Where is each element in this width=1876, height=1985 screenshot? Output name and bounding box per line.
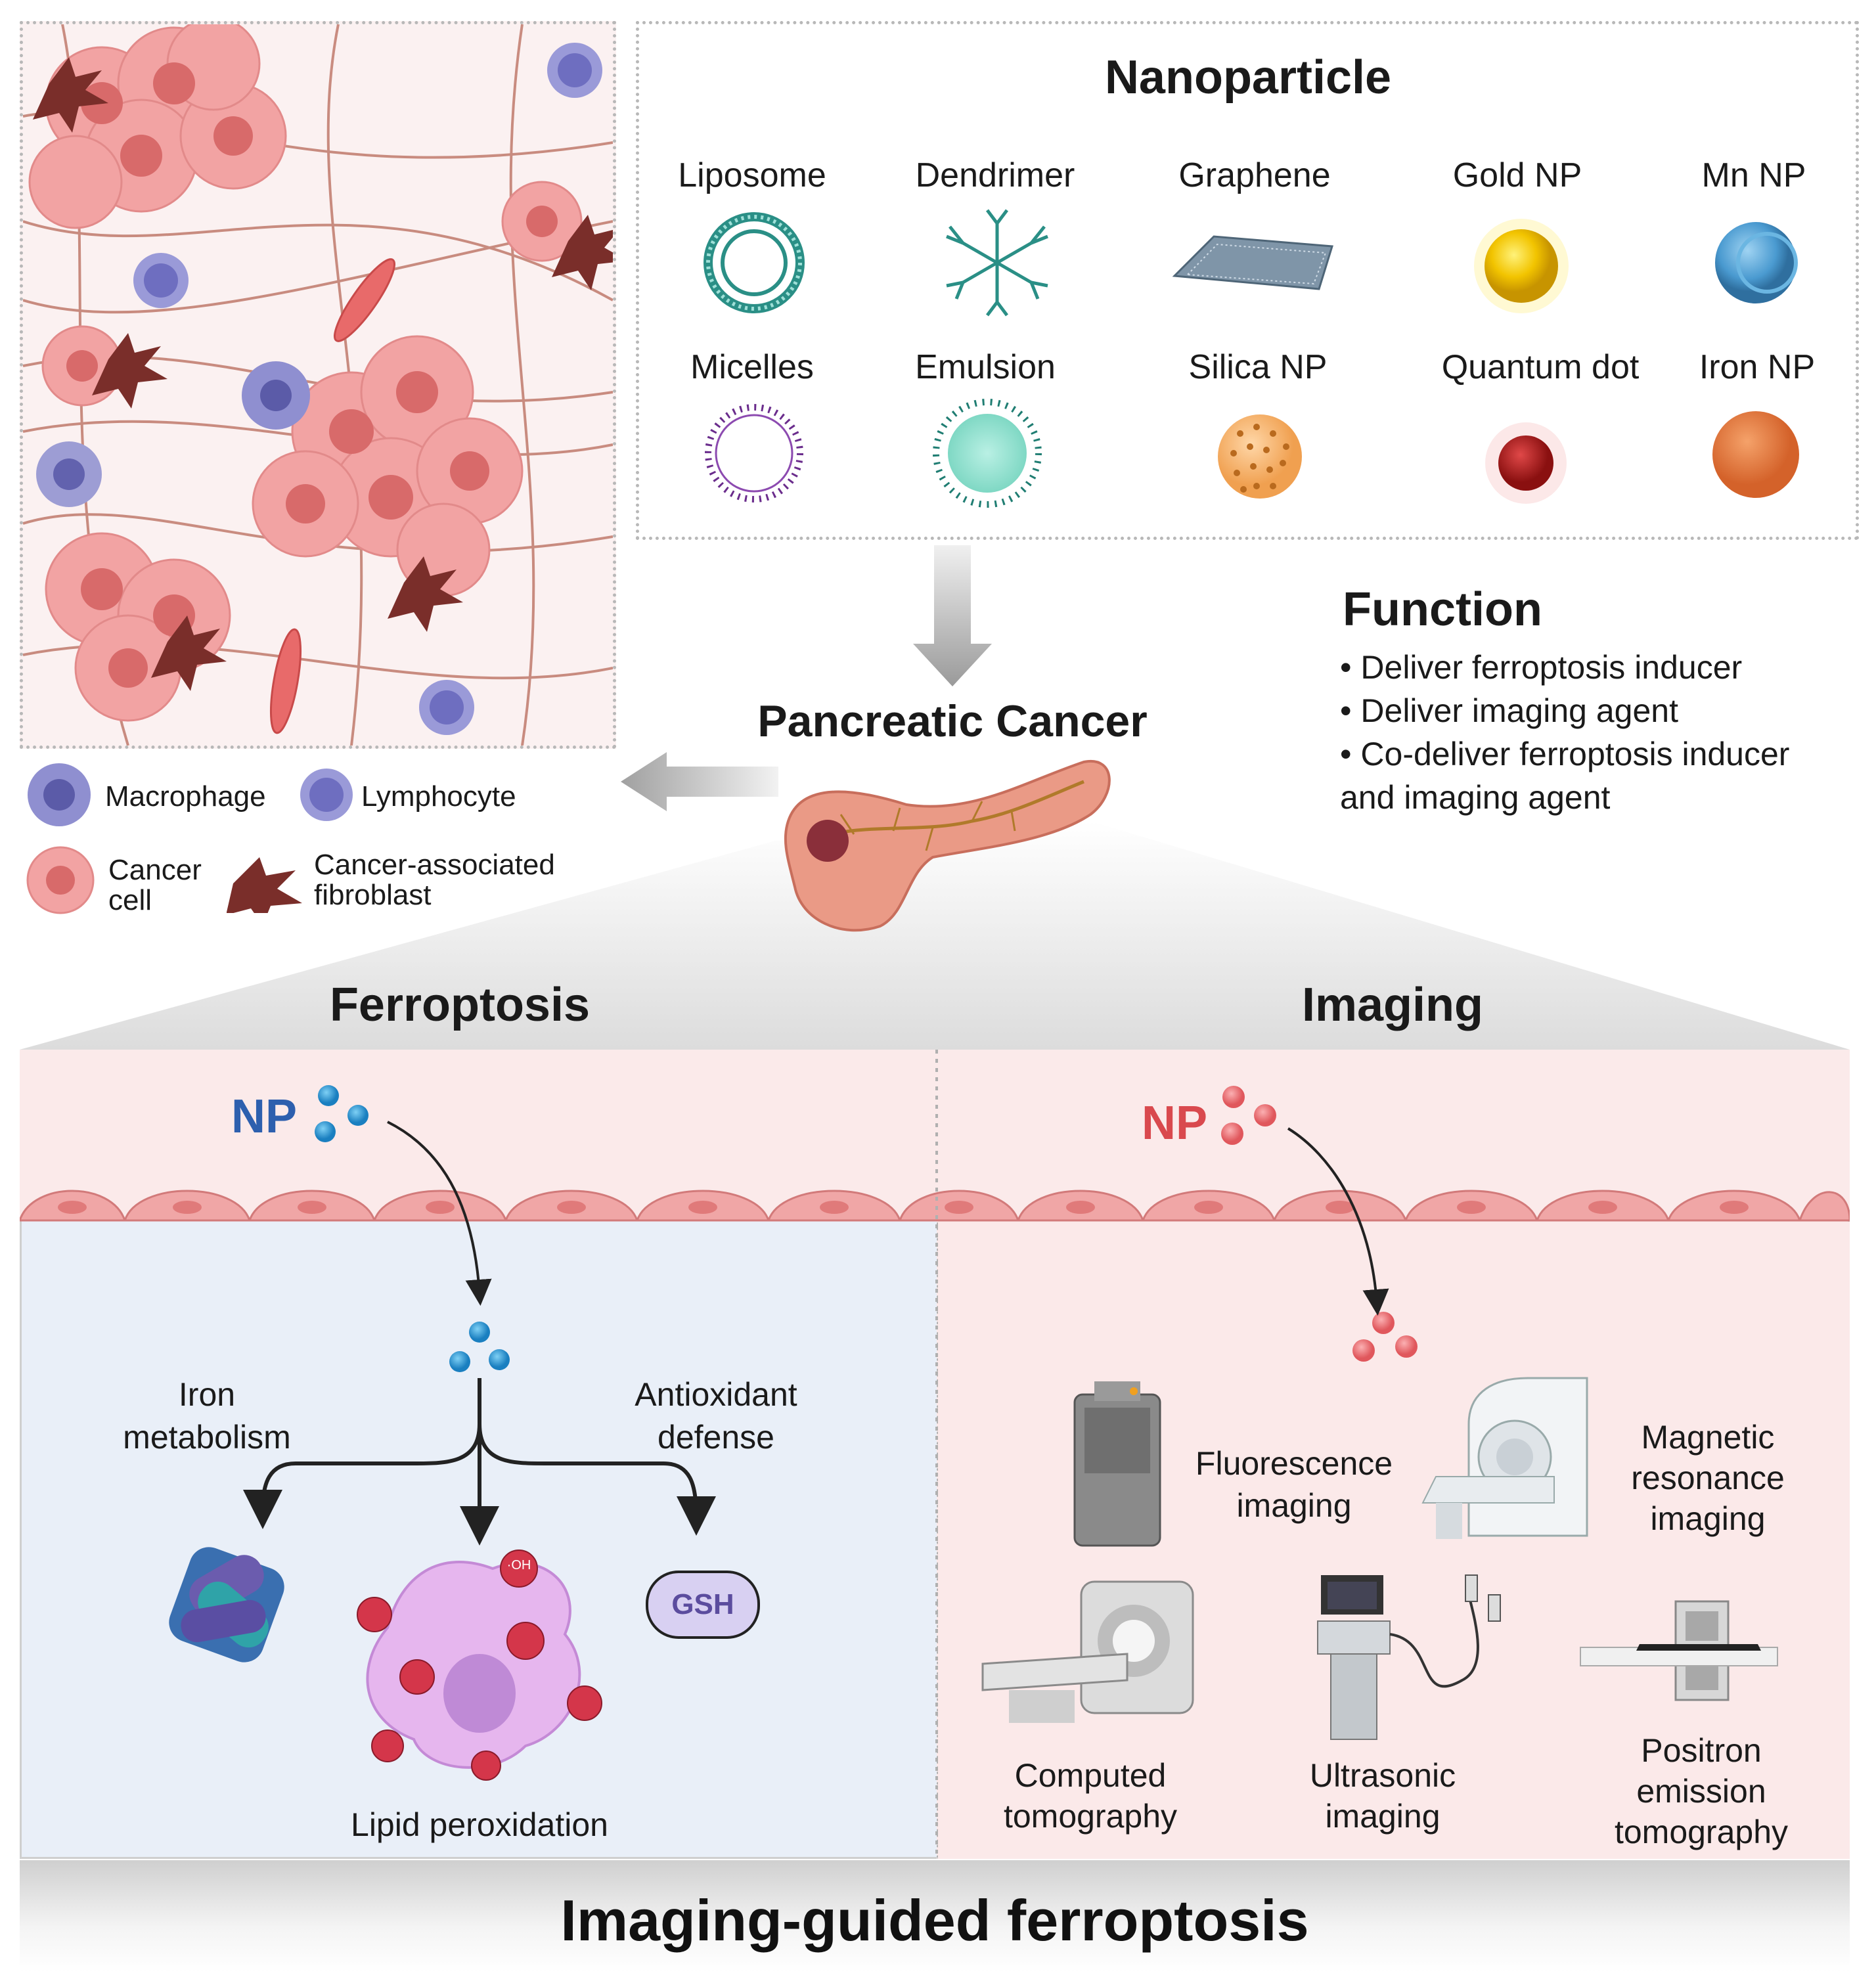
zoom-wedge [20,821,1850,1050]
pancreas-illustration [784,759,1111,932]
tumor-microenvironment-illustration [23,24,613,746]
iron-cluster-icon [169,1547,284,1662]
function-bullet-2: • Deliver imaging agent [1340,692,1678,729]
legend-icons [26,763,95,914]
legend-macrophage: Macrophage [105,780,266,813]
macrophages [36,361,310,507]
function-bullet-1: • Deliver ferroptosis inducer [1340,649,1743,686]
function-title: Function [1343,583,1542,636]
footer-band [20,1860,1850,1972]
np-particles-red [1221,1086,1418,1362]
legend-cancer-cell-line2: cell [108,884,152,916]
ferroptosis-np-label: NP [231,1090,298,1143]
us-line1: Ultrasonic [1309,1757,1456,1794]
emulsion-icon [933,399,1042,508]
imaging-np-label: NP [1142,1097,1208,1149]
footer-title: Imaging-guided ferroptosis [560,1888,1309,1953]
mri-scanner-icon [1421,1377,1588,1539]
legend-cancer-cell-line1: Cancer [108,854,202,886]
mri-line2: resonance [1631,1460,1785,1496]
dendrimer-icon [946,209,1048,317]
liposome-icon [704,212,805,313]
lipid-peroxidation-label: Lipid peroxidation [351,1806,608,1843]
ultrasound-machine-icon [1317,1574,1501,1740]
antioxidant-line1: Antioxidant [635,1376,797,1413]
micelles-icon [705,404,803,502]
mri-line1: Magnetic [1641,1419,1775,1456]
pet-line3: tomography [1614,1814,1789,1850]
ferroptosis-diagram [169,1085,760,1781]
fluorescence-line2: imaging [1236,1487,1352,1524]
fluorescence-line1: Fluorescence [1195,1445,1393,1482]
nanoparticle-title: Nanoparticle [1104,51,1392,104]
fibroblast-legend-icon [227,857,302,913]
iron-np-icon [1712,411,1799,498]
function-bullet-4: and imaging agent [1340,779,1611,816]
ferroptosis-title: Ferroptosis [329,979,591,1031]
quantum-dot-icon [1485,422,1567,504]
red-blood-cells [269,258,395,734]
imaging-title: Imaging [1301,979,1483,1031]
np-label-iron: Iron NP [1699,348,1816,386]
antioxidant-line2: defense [658,1419,774,1456]
nanoparticle-icons [704,209,1799,508]
fibroblasts [33,57,613,691]
np-label-mn: Mn NP [1701,156,1806,194]
np-label-gold: Gold NP [1452,156,1582,194]
silica-np-icon [1218,414,1302,499]
ct-scanner-icon [981,1580,1194,1723]
gold-np-icon [1474,219,1569,313]
gsh-badge [646,1571,760,1639]
imaging-diagram [981,1086,1778,1740]
legend-lymphocyte: Lymphocyte [361,780,516,813]
np-particles-blue [315,1085,510,1372]
ct-line2: tomography [1003,1798,1178,1835]
np-label-dendrimer: Dendrimer [915,156,1075,194]
lymphocytes [133,43,602,735]
np-label-micelles: Micelles [690,348,814,386]
fluorescence-imager-icon [1073,1381,1161,1547]
pet-line2: emission [1636,1773,1766,1810]
legend-caf-line1: Cancer-associated [314,849,555,881]
lymphocyte-legend-icon [300,769,353,821]
hydroxyl-radicals [357,1550,602,1781]
us-line2: imaging [1325,1798,1440,1835]
mn-np-icon [1715,222,1798,303]
gsh-label: GSH [671,1588,734,1620]
pancreatic-cancer-title: Pancreatic Cancer [757,696,1148,746]
pet-scanner-icon [1580,1600,1778,1701]
tumor-microenvironment-panel [20,21,616,749]
np-label-emulsion: Emulsion [915,348,1056,386]
cell-membrane-layer [20,1050,1850,1859]
np-label-graphene: Graphene [1178,156,1331,194]
np-label-silica: Silica NP [1188,348,1328,386]
iron-metabolism-line2: metabolism [123,1419,291,1456]
graphene-icon [1172,235,1333,290]
ct-line1: Computed [1014,1757,1167,1794]
pet-line1: Positron [1641,1732,1762,1769]
np-label-quantum-dot: Quantum dot [1441,348,1640,386]
mri-line3: imaging [1650,1500,1766,1537]
left-arrow [621,752,778,811]
oh-label: ·OH [506,1558,531,1572]
function-bullet-3: • Co-deliver ferroptosis inducer [1340,736,1790,772]
np-label-liposome: Liposome [678,156,826,194]
legend-caf-line2: fibroblast [314,879,432,911]
iron-metabolism-line1: Iron [178,1376,236,1413]
down-arrow [913,545,992,686]
cancer-cell-clusters [28,24,583,722]
